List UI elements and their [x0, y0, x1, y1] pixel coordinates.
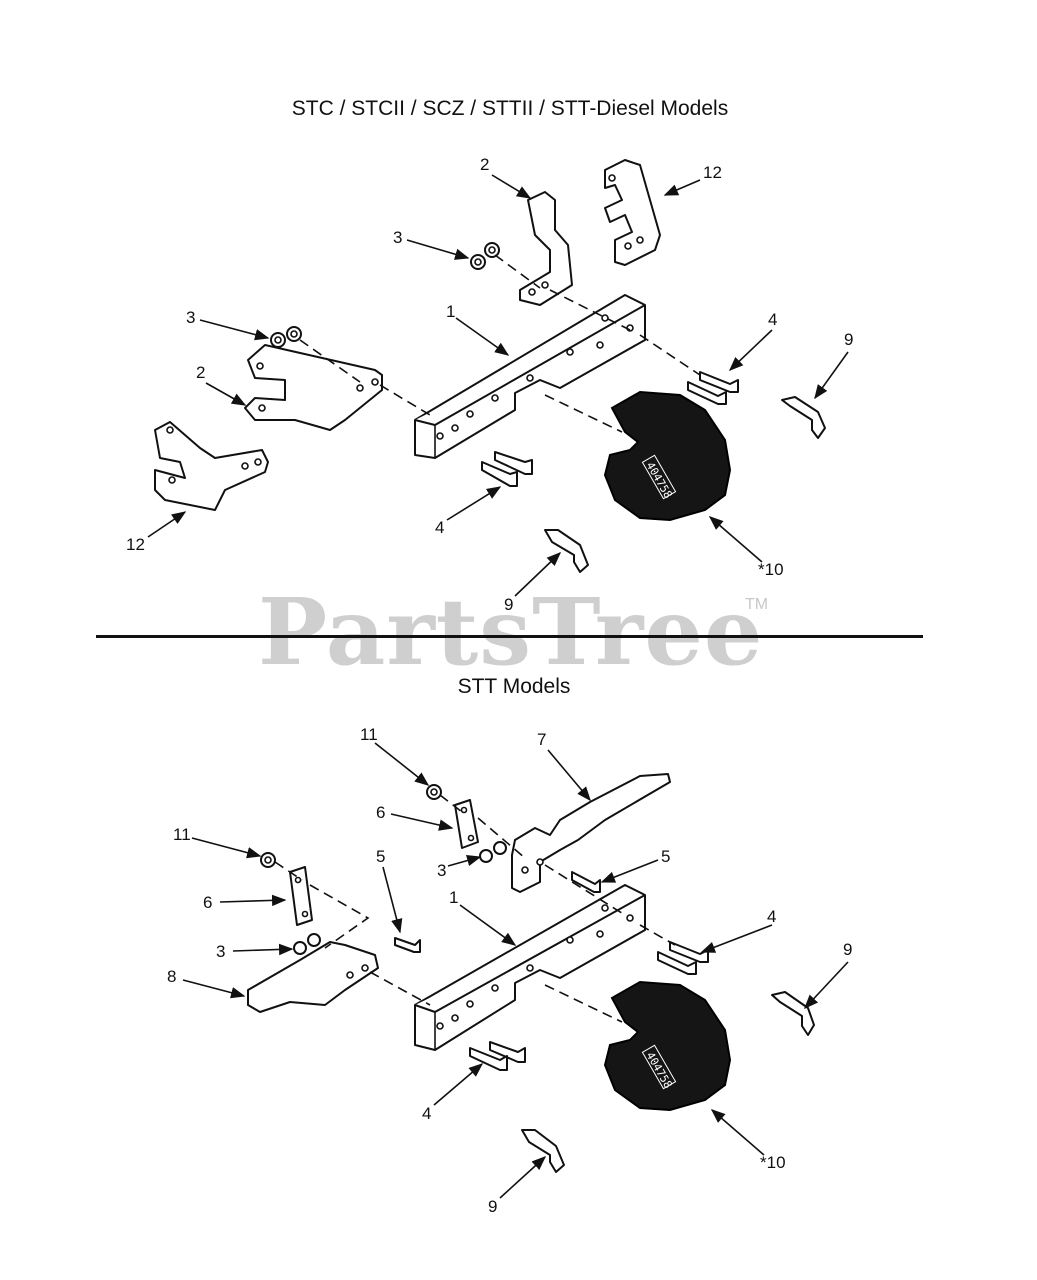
nut-3-left [270, 326, 302, 348]
callout-6-upper: 6 [376, 803, 385, 822]
callouts-top: 2 12 3 3 1 4 9 2 12 4 *10 9 [126, 155, 853, 614]
plate-6-upper [454, 799, 479, 849]
bracket-bar-1-bottom [414, 884, 646, 1051]
bracket-2-left [244, 344, 383, 431]
callout-8: 8 [167, 967, 176, 986]
callouts-bottom: 11 7 6 11 5 3 5 1 6 4 9 3 8 4 [167, 725, 852, 1216]
callout-10-bottom: *10 [760, 1153, 786, 1172]
callout-4-right-bottom: 4 [767, 907, 776, 926]
callout-4-bottom: 4 [435, 518, 444, 537]
callout-3-upper: 3 [393, 228, 402, 247]
pin-9-right-bottom [771, 991, 815, 1036]
bolt-5-upper [571, 871, 601, 893]
callout-7: 7 [537, 730, 546, 749]
callout-4-bottom-bottom: 4 [422, 1104, 431, 1123]
bolt-4-right [687, 371, 739, 405]
callout-5-upper: 5 [661, 847, 670, 866]
callout-9-bottom: 9 [504, 595, 513, 614]
nut-11-left [260, 852, 276, 868]
callout-12-upper: 12 [703, 163, 722, 182]
callout-9-bottom-bottom: 9 [488, 1197, 497, 1216]
bracket-12-left [154, 421, 269, 511]
bolt-4-bottom [481, 451, 533, 487]
watermark: PartsTree [258, 578, 764, 686]
section-divider [96, 635, 923, 638]
callout-3-left-bottom: 3 [216, 942, 225, 961]
arm-7 [511, 773, 671, 893]
diagram-title-top: STC / STCII / SCZ / STTII / STT-Diesel M… [291, 97, 729, 120]
nut-11-upper [426, 784, 442, 800]
callout-1-top: 1 [446, 302, 455, 321]
bracket-12-upper [604, 159, 661, 266]
bracket-2-upper [519, 191, 573, 306]
callout-4-right: 4 [768, 310, 777, 329]
diagram-title-bottom: STT Models [457, 675, 571, 698]
nut-3-upper [470, 242, 500, 270]
callout-11-left: 11 [173, 825, 191, 844]
bolt-5-left [394, 937, 421, 953]
pin-9-right [781, 396, 826, 439]
top-assembly: 404758 [154, 159, 826, 573]
pin-9-bottom-bottom [521, 1129, 565, 1173]
callout-6-left: 6 [203, 893, 212, 912]
pin-9-bottom [544, 529, 589, 573]
callout-11-upper: 11 [360, 725, 378, 744]
callout-1-bottom: 1 [449, 888, 458, 907]
callout-9-right-bottom: 9 [843, 940, 852, 959]
arm-8 [247, 941, 379, 1013]
callout-3-left: 3 [186, 308, 195, 327]
watermark-trademark: TM [745, 596, 769, 613]
nut-3-left-bottom [293, 933, 321, 955]
callout-12-left: 12 [126, 535, 145, 554]
callout-5-left: 5 [376, 847, 385, 866]
bracket-bar-1-top [414, 294, 646, 459]
callout-9-right: 9 [844, 330, 853, 349]
callout-10-top: *10 [758, 560, 784, 579]
bolt-4-right-bottom [657, 941, 709, 975]
plate-6-left [289, 866, 313, 926]
nut-3-upper-bottom [479, 841, 507, 863]
callout-2-left: 2 [196, 363, 205, 382]
suitcase-weight-10-top: 404758 [603, 390, 732, 522]
bottom-assembly: 404758 [247, 773, 815, 1173]
callout-3-upper-bottom: 3 [437, 861, 446, 880]
bolt-4-bottom-bottom [469, 1041, 526, 1071]
callout-2-upper: 2 [480, 155, 489, 174]
suitcase-weight-10-bottom: 404758 [603, 980, 732, 1112]
